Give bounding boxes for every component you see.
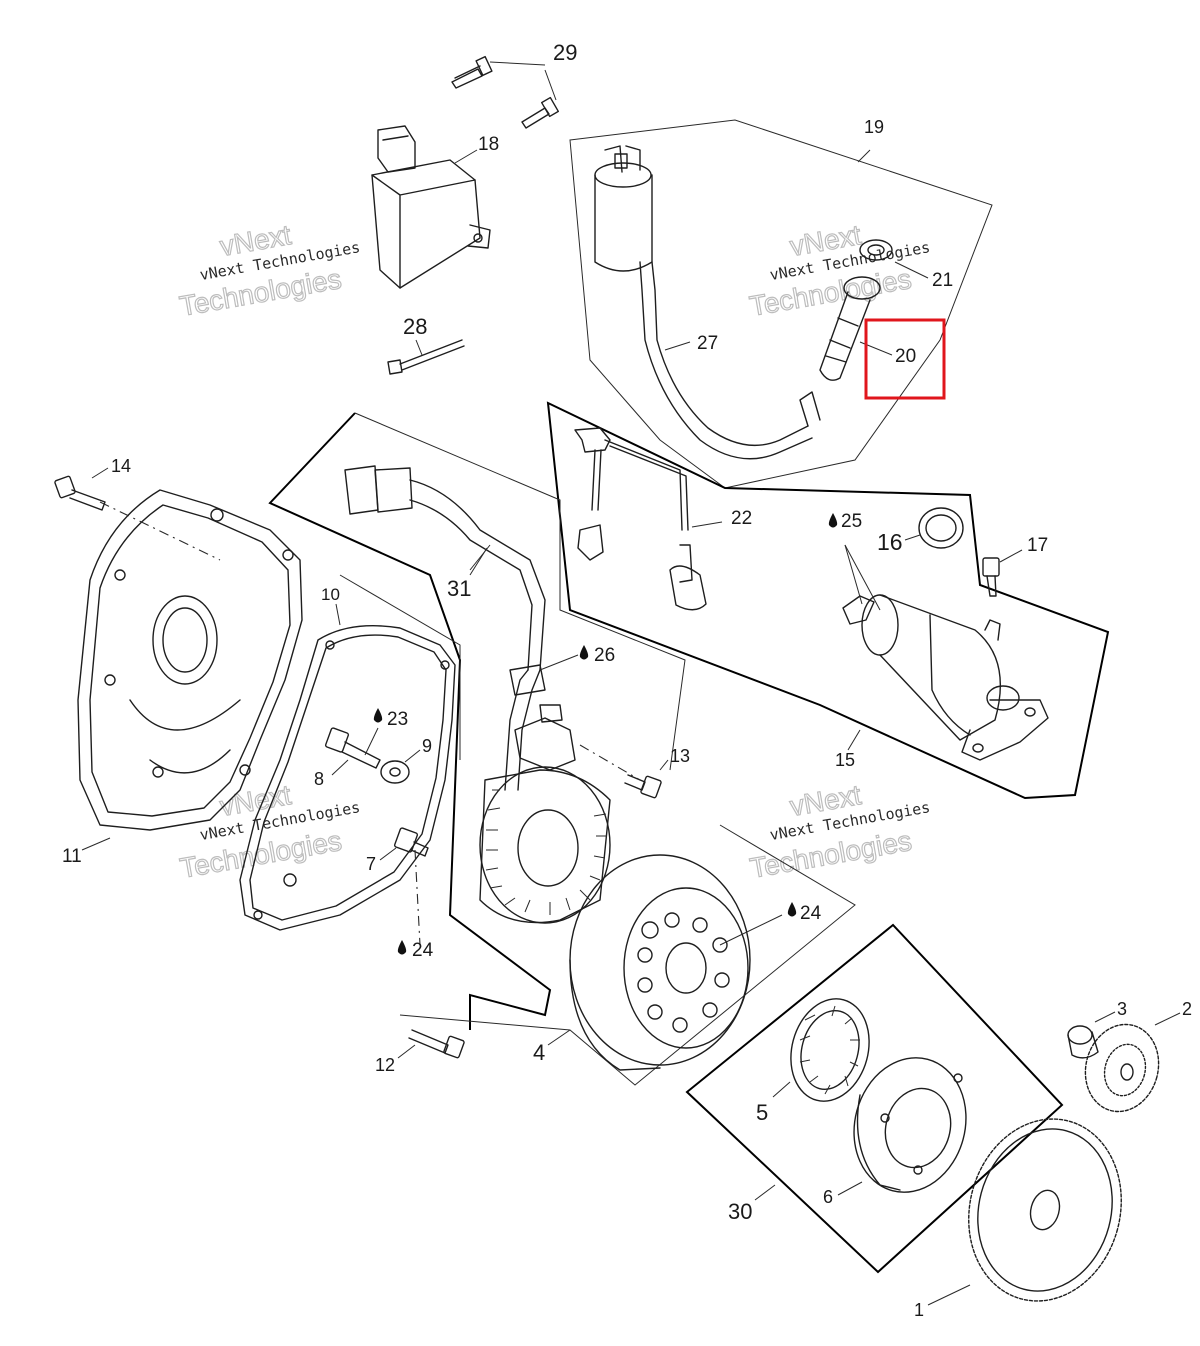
- highlight-box-part-20: [864, 318, 946, 400]
- idler-gear-2: [1084, 1012, 1181, 1113]
- shaft-3: [1067, 1011, 1116, 1059]
- part-label-21: 21: [932, 270, 953, 291]
- bolt-8: [324, 727, 381, 776]
- watermark-upper-left: vNext Technologies vNext Technologies: [177, 218, 362, 322]
- ignition-coil-19: [594, 145, 871, 460]
- part-label-22: 22: [731, 508, 752, 529]
- part-label-5: 5: [756, 1100, 768, 1125]
- leader-26: [539, 654, 579, 671]
- bolt-17: [982, 549, 1023, 597]
- part-label-11: 11: [62, 846, 82, 867]
- battery-cables-22: [574, 427, 723, 611]
- part-label-17: 17: [1027, 535, 1048, 556]
- sprag-clutch-5: [772, 998, 870, 1102]
- o-ring-16-inner: [925, 514, 957, 542]
- leader-31: [469, 547, 488, 576]
- part-label-24-flywheel: 24: [800, 903, 822, 924]
- leader-30: [754, 1184, 776, 1201]
- watermark-upper-right: vNext Technologies vNext Technologies: [747, 218, 932, 322]
- oil-drop-icon: [579, 645, 589, 660]
- cable-tie-28: [387, 339, 465, 375]
- gasket-10: [239, 603, 456, 931]
- group-outline-starter: [546, 401, 1110, 800]
- part-label-30: 30: [728, 1199, 752, 1224]
- part-label-25: 25: [841, 511, 862, 532]
- part-label-24-bolt: 24: [412, 940, 434, 961]
- oil-drop-icon: [397, 940, 407, 955]
- part-label-28: 28: [403, 314, 427, 339]
- part-label-26: 26: [594, 645, 615, 666]
- part-label-8: 8: [314, 769, 324, 789]
- watermark-lower-right: vNext Technologies vNext Technologies: [747, 778, 931, 884]
- oil-drop-icon: [787, 902, 797, 917]
- part-label-3: 3: [1117, 999, 1127, 1019]
- part-label-16: 16: [877, 529, 903, 555]
- part-label-27: 27: [697, 333, 718, 354]
- part-label-19: 19: [864, 117, 884, 137]
- washer-9: [380, 749, 421, 784]
- part-label-10: 10: [321, 585, 340, 604]
- clutch-housing-6: [837, 1057, 967, 1196]
- part-label-4: 4: [533, 1040, 545, 1065]
- watermark-lower-left: vNext Technologies vNext Technologies: [177, 778, 361, 884]
- part-label-15: 15: [835, 750, 855, 770]
- flywheel-4: [547, 854, 783, 1071]
- crankcase-cover-11: [77, 489, 303, 851]
- part-label-29: 29: [553, 40, 577, 65]
- bolt-7: [379, 827, 429, 946]
- starter-motor-15: [842, 544, 1049, 761]
- part-label-18: 18: [478, 134, 499, 155]
- group-outline-10-11: [339, 574, 461, 760]
- voltage-regulator-18: [371, 125, 491, 289]
- leader-16: [904, 534, 921, 541]
- oil-drop-icon: [373, 708, 383, 723]
- group-outline-30: [685, 923, 1064, 1274]
- bolt-14: [54, 467, 109, 511]
- part-label-31: 31: [447, 576, 471, 601]
- oil-drop-icon: [828, 513, 838, 528]
- part-label-12: 12: [375, 1055, 395, 1075]
- part-label-23: 23: [387, 709, 408, 730]
- group-outline-31-right: [354, 412, 686, 771]
- part-label-2: 2: [1182, 999, 1192, 1019]
- part-label-13: 13: [670, 746, 690, 766]
- stator-31: [344, 465, 611, 924]
- ring-gear-1: [927, 1118, 1122, 1306]
- bolt-13: [579, 744, 669, 799]
- screw-29-upper: [451, 55, 546, 89]
- group-outline-4: [399, 824, 856, 1086]
- part-label-20: 20: [895, 346, 916, 367]
- spark-cap-20-21: [819, 239, 929, 381]
- part-label-1: 1: [914, 1300, 924, 1320]
- group-outline-19: [569, 119, 993, 489]
- part-label-9: 9: [422, 736, 432, 756]
- o-ring-16: [918, 507, 964, 549]
- group-outline-31: [268, 412, 552, 1030]
- part-label-6: 6: [823, 1187, 833, 1207]
- part-label-7: 7: [366, 854, 376, 874]
- screw-29-lower: [521, 69, 560, 129]
- part-label-14: 14: [111, 456, 131, 476]
- bolt-12: [397, 1029, 465, 1059]
